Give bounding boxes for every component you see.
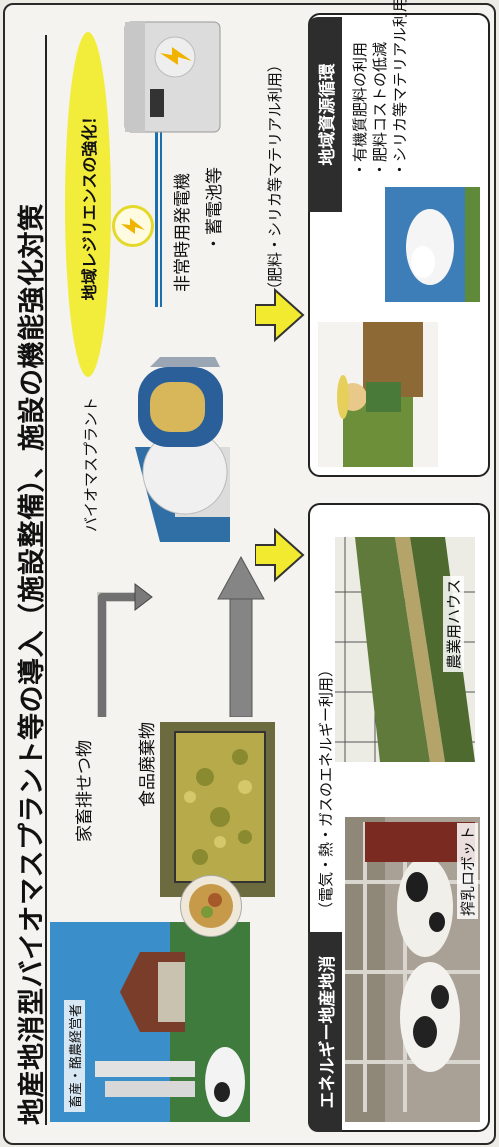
resource-bullet-2: ・肥料コストの低減 — [371, 41, 389, 177]
food-waste-label: 食品廃棄物 — [138, 722, 158, 807]
resilience-text: 地域レジリエンスの強化！ — [80, 108, 99, 301]
backup-label-1: 非常時用発電機 — [173, 173, 193, 292]
milking-robot-label: 搾乳ロボット — [457, 822, 478, 919]
energy-box-subtitle: （電気・熱・ガスのエネルギー利用） — [317, 661, 335, 917]
resilience-badge: 地域レジリエンスの強化！ — [65, 32, 111, 377]
title-underline — [45, 35, 47, 1125]
resource-bullets: ・有機質肥料の利用 ・肥料コストの低減 ・シリカ等マテリアル利用 — [350, 0, 410, 177]
yellow-arrow-right — [255, 287, 305, 343]
food-plate-icon — [180, 875, 242, 937]
resource-box-header: 地域資源循環 — [308, 17, 342, 212]
resource-bullet-3: ・シリカ等マテリアル利用 — [391, 0, 409, 177]
resource-bullet-1: ・有機質肥料の利用 — [351, 41, 369, 177]
greenhouse-label: 農業用ハウス — [443, 575, 464, 672]
field-photo — [318, 322, 438, 467]
manure-label: 家畜排せつ物 — [75, 740, 95, 842]
fertilizer-photo — [385, 187, 480, 302]
biomass-plant-label: バイオマスプラント — [82, 396, 100, 532]
resource-box-subtitle: （肥料・シリカ等マテリアル利用） — [266, 57, 284, 297]
biomass-plant-image — [120, 357, 250, 557]
backup-label-2: ・蓄電池等 — [205, 167, 225, 252]
yellow-arrow-down — [255, 527, 305, 583]
gray-arrows — [97, 555, 265, 717]
backup-line-1 — [155, 122, 158, 307]
backup-line-2 — [160, 122, 162, 307]
lightning-icon — [112, 205, 154, 247]
page-title: 地産地消型バイオマスプラント等の導入（施設整備）、施設の機能強化対策 — [17, 203, 48, 1126]
generator-image — [120, 17, 225, 137]
food-waste-photo — [160, 722, 275, 897]
farm-photo — [50, 922, 250, 1122]
greenhouse-photo — [335, 537, 475, 762]
farmer-label: 畜産・酪農経営者 — [64, 999, 85, 1112]
energy-box-header: エネルギー地産地消 — [308, 932, 342, 1132]
